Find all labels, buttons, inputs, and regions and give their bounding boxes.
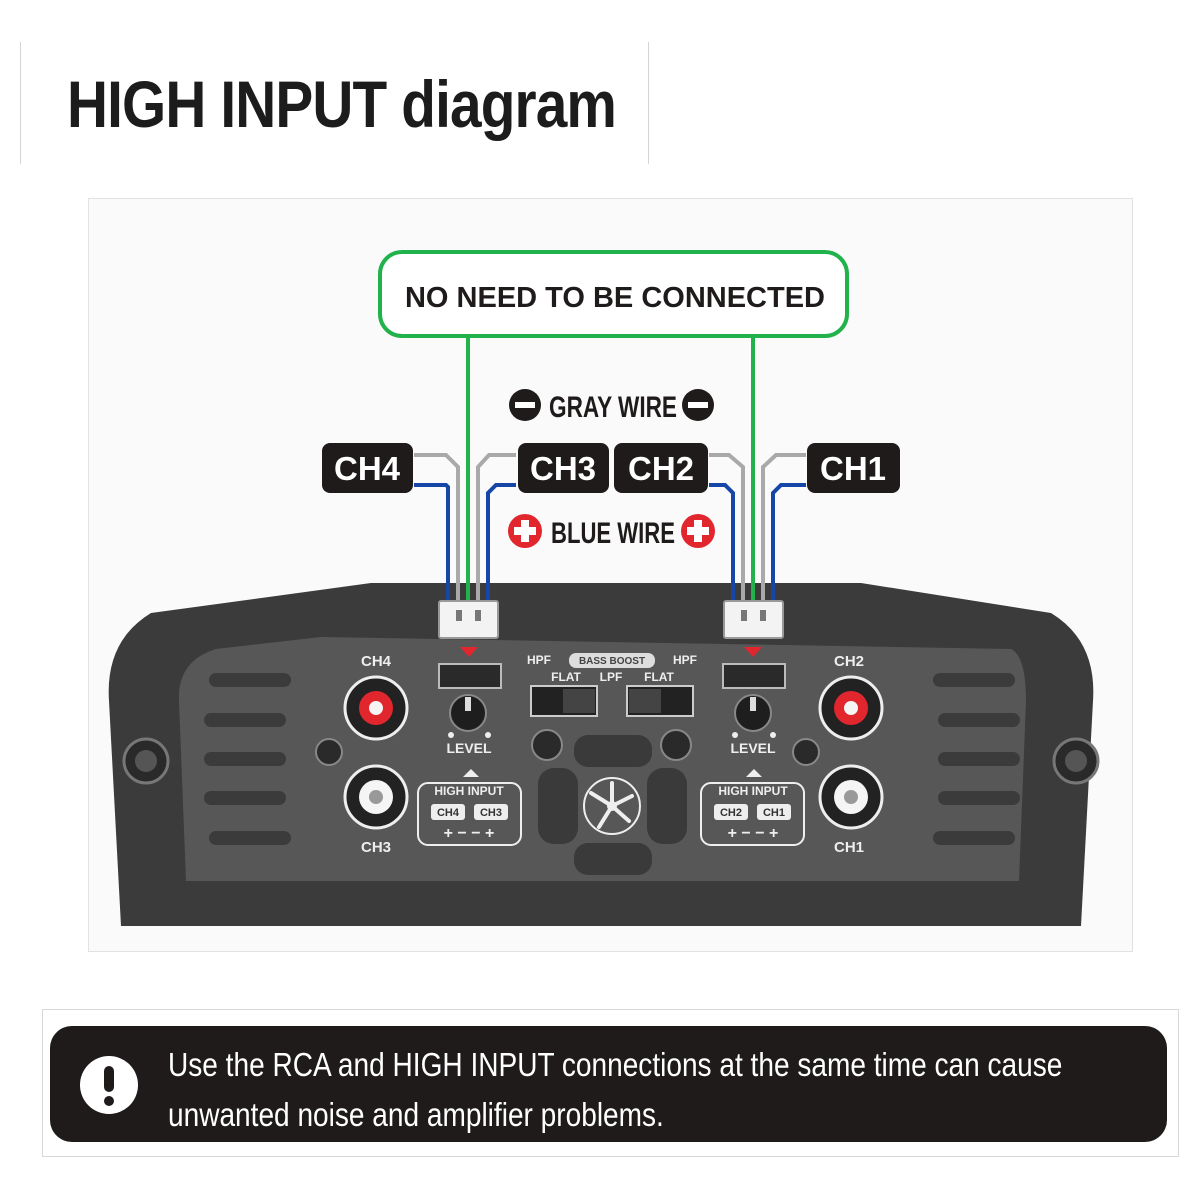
high-input-panel-right (700, 769, 805, 846)
plus-icon (508, 514, 542, 548)
heatsink-right (933, 673, 1020, 845)
high-input-label-right: HIGH INPUT (718, 784, 788, 798)
input-channel-ch2: CH2 (720, 807, 742, 819)
hpf-label-right: HPF (673, 653, 697, 667)
center-cluster (538, 735, 687, 875)
plus-icon (681, 514, 715, 548)
high-input-connector-left[interactable] (438, 600, 499, 639)
rca-label-ch4: CH4 (361, 653, 392, 670)
minus-icon (682, 389, 714, 421)
level-label-left: LEVEL (446, 740, 492, 756)
channel-tag-ch2-label: CH2 (628, 450, 694, 487)
bass-boost-pill (569, 653, 655, 668)
rca-jack-ch1[interactable] (818, 764, 884, 830)
high-input-panel-left (417, 769, 522, 846)
screw-icon (660, 729, 692, 761)
switch-left[interactable] (530, 685, 598, 717)
wires-left (414, 338, 516, 606)
level-knob-left[interactable] (438, 663, 502, 738)
screw-icon (315, 738, 343, 766)
rca-label-ch1: CH1 (834, 839, 864, 856)
channel-tag-ch1-label: CH1 (820, 450, 886, 487)
rca-label-ch3: CH3 (361, 839, 391, 856)
high-input-label-left: HIGH INPUT (434, 784, 504, 798)
blue-wire-label: BLUE WIRE (551, 517, 675, 550)
switch-right[interactable] (626, 685, 694, 717)
warning-text: Use the RCA and HIGH INPUT connections a… (168, 1046, 1063, 1133)
level-label-right: LEVEL (730, 740, 776, 756)
exclamation-icon (80, 1056, 138, 1114)
rca-jack-ch3[interactable] (343, 764, 409, 830)
fan-logo-icon (583, 777, 641, 835)
wiring-diagram: CH4 CH3 CH2 CH1 LEVEL LEVEL (108, 250, 1100, 926)
channel-tag-ch4 (322, 443, 413, 493)
warning-box: Use the RCA and HIGH INPUT connections a… (50, 1026, 1167, 1142)
polarity-marks-right: + − − + (728, 825, 779, 842)
rca-jack-ch4[interactable] (343, 675, 409, 741)
channel-tag-ch3-label: CH3 (530, 450, 596, 487)
level-knob-right[interactable] (722, 663, 786, 738)
warning-frame: Use the RCA and HIGH INPUT connections a… (42, 1009, 1179, 1157)
flat-label-left: FLAT (551, 670, 581, 684)
screw-icon (1052, 737, 1100, 785)
rca-label-ch2: CH2 (834, 653, 864, 670)
arrow-down-icon (460, 647, 478, 657)
input-channel-ch1: CH1 (763, 807, 785, 819)
wires-right (709, 338, 806, 606)
page-title: HIGH INPUT diagram (67, 67, 617, 141)
channel-tag-ch2 (614, 443, 708, 493)
no-connect-callout (378, 250, 849, 338)
screw-icon (122, 737, 170, 785)
heatsink-left (204, 673, 291, 845)
hpf-label-left: HPF (527, 653, 551, 667)
high-input-connector-right[interactable] (723, 600, 784, 639)
input-channel-ch4: CH4 (437, 807, 460, 819)
channel-tag-ch3 (518, 443, 609, 493)
arrow-down-icon (744, 647, 762, 657)
diagram-frame: CH4 CH3 CH2 CH1 LEVEL LEVEL (88, 198, 1133, 952)
gray-wire-label: GRAY WIRE (549, 391, 677, 424)
bass-boost-label: BASS BOOST (579, 656, 645, 667)
screw-icon (792, 738, 820, 766)
flat-label-right: FLAT (644, 670, 674, 684)
screw-icon (531, 729, 563, 761)
minus-icon (509, 389, 541, 421)
rca-jack-ch2[interactable] (818, 675, 884, 741)
input-channel-ch3: CH3 (480, 807, 502, 819)
channel-tag-ch4-label: CH4 (334, 450, 401, 487)
title-block: HIGH INPUT diagram (20, 42, 649, 164)
lpf-label: LPF (600, 670, 623, 684)
no-connect-label: NO NEED TO BE CONNECTED (405, 282, 825, 314)
channel-tag-ch1 (807, 443, 900, 493)
polarity-marks-left: + − − + (444, 825, 495, 842)
